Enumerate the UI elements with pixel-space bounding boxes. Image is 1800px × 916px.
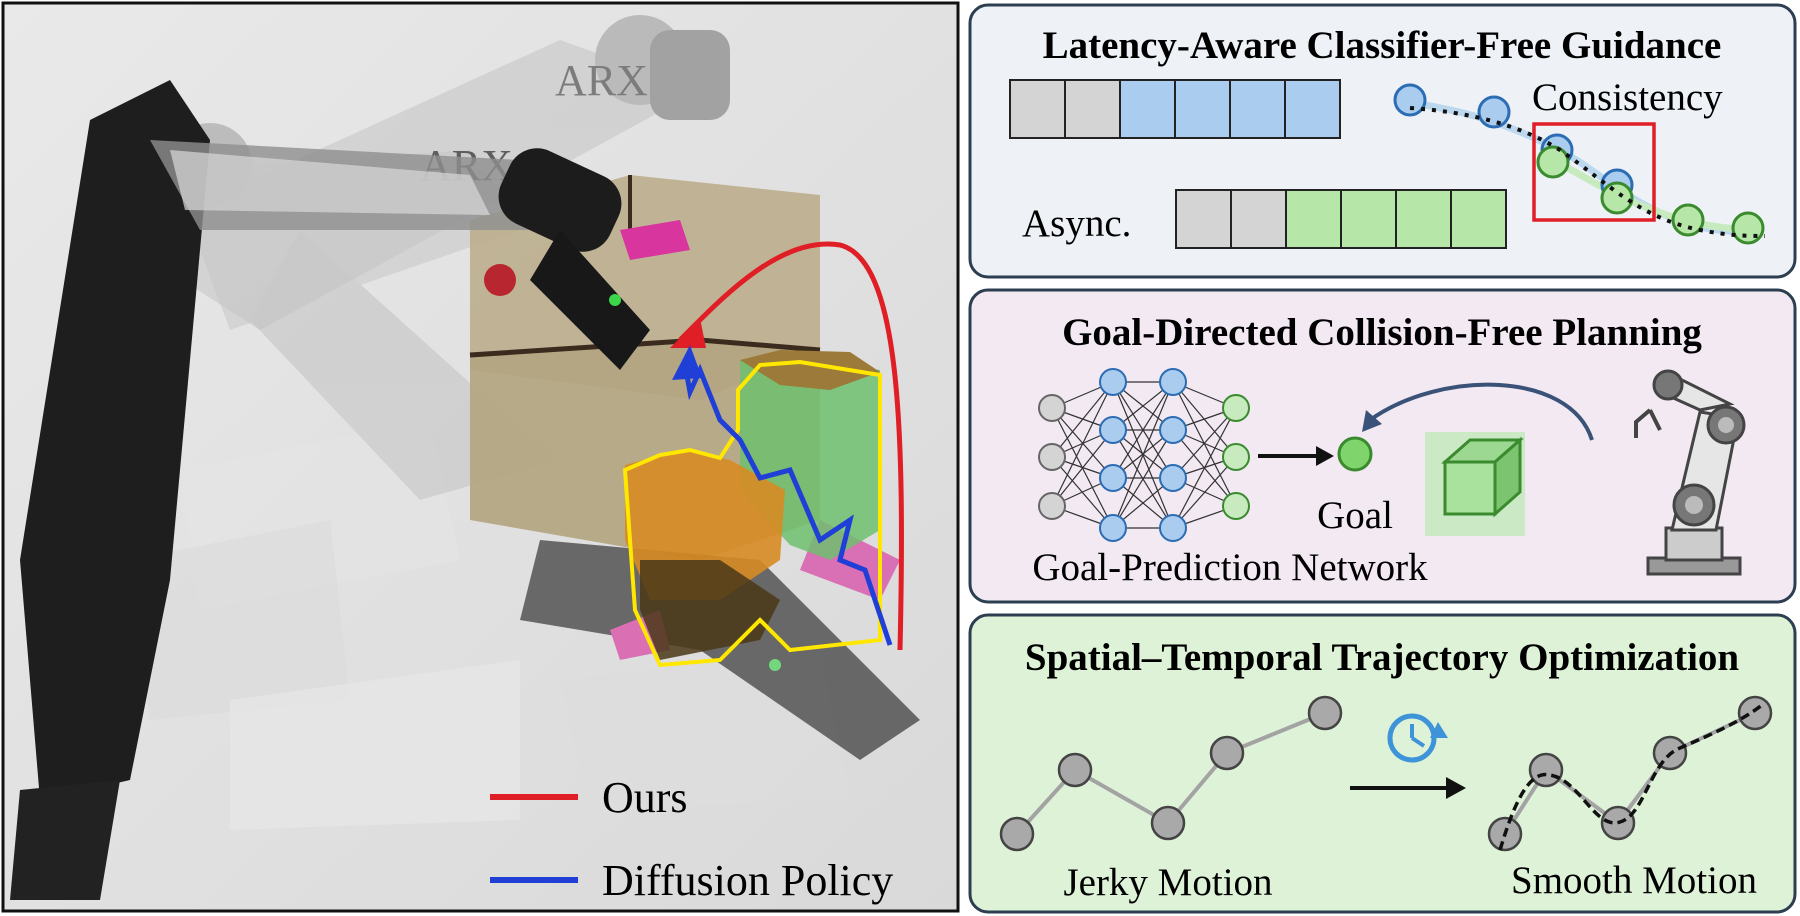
latency-panel: Latency-Aware Classifier-Free Guidance A… — [968, 3, 1797, 279]
consistency-highlight-box — [1532, 122, 1656, 222]
sync-chunk-row — [1009, 79, 1341, 139]
diffusion-policy-arrowhead — [672, 345, 702, 380]
network-node — [1038, 492, 1066, 520]
arm-brand-label-1: ARX — [555, 56, 648, 105]
consistency-plot — [1393, 83, 1766, 245]
ours-arrowhead — [670, 318, 706, 348]
jerky-motion-plot — [999, 695, 1343, 852]
ours-trajectory — [678, 241, 904, 651]
legend-label-ours: Ours — [602, 773, 688, 822]
network-edge — [1051, 381, 1114, 458]
network-label: Goal-Prediction Network — [1032, 546, 1428, 589]
latency-panel-title: Latency-Aware Classifier-Free Guidance — [1043, 24, 1722, 67]
clock-icon — [1387, 713, 1448, 763]
network-node — [1159, 416, 1187, 444]
goal-panel: Goal-Directed Collision-Free Planning Go… — [968, 288, 1797, 604]
network-node — [1099, 464, 1127, 492]
cube-icon — [1425, 432, 1525, 536]
objects-outline — [622, 359, 882, 668]
network-edge — [1112, 429, 1174, 529]
network-node — [1222, 394, 1250, 422]
smooth-motion-plot — [1487, 695, 1773, 852]
network-node — [1159, 514, 1187, 542]
network-node — [1222, 443, 1250, 471]
arrow-icon — [1258, 446, 1334, 466]
neural-network — [1038, 368, 1250, 542]
network-node — [1159, 464, 1187, 492]
network-node — [1159, 368, 1187, 396]
network-node — [1038, 443, 1066, 471]
robot-arm-icon — [1634, 369, 1746, 576]
network-node — [1099, 416, 1127, 444]
async-chunk-row — [1175, 189, 1507, 249]
network-edge — [1051, 429, 1114, 507]
goal-label: Goal — [1317, 494, 1393, 537]
trajectory-panel-title: Spatial–Temporal Trajectory Optimization — [1025, 636, 1740, 679]
legend: Ours Diffusion Policy — [490, 773, 893, 905]
network-edge — [1112, 381, 1174, 479]
network-edge — [1051, 381, 1114, 507]
legend-label-diffusion-policy: Diffusion Policy — [602, 856, 893, 905]
optimization-arrow-icon — [1350, 777, 1466, 799]
trajectory-panel: Spatial–Temporal Trajectory Optimization… — [968, 613, 1797, 914]
network-edge — [1172, 407, 1237, 529]
network-edge — [1172, 407, 1237, 479]
network-edge — [1172, 456, 1237, 529]
network-node — [1099, 514, 1127, 542]
teapot — [625, 450, 785, 660]
network-node — [1222, 492, 1250, 520]
smooth-motion-label: Smooth Motion — [1511, 859, 1757, 902]
photo-panel: ARX ARX — [1, 1, 960, 913]
consistency-label: Consistency — [1532, 76, 1723, 119]
goal-panel-title: Goal-Directed Collision-Free Planning — [1062, 311, 1702, 354]
goal-feedback-arrow — [1368, 382, 1594, 441]
jerky-motion-label: Jerky Motion — [1063, 861, 1272, 904]
network-node — [1038, 394, 1066, 422]
async-label: Async. — [1022, 202, 1131, 245]
network-node — [1099, 368, 1127, 396]
network-edge — [1112, 381, 1174, 529]
robot-arm-main — [10, 80, 690, 900]
goal-point — [1337, 436, 1373, 472]
